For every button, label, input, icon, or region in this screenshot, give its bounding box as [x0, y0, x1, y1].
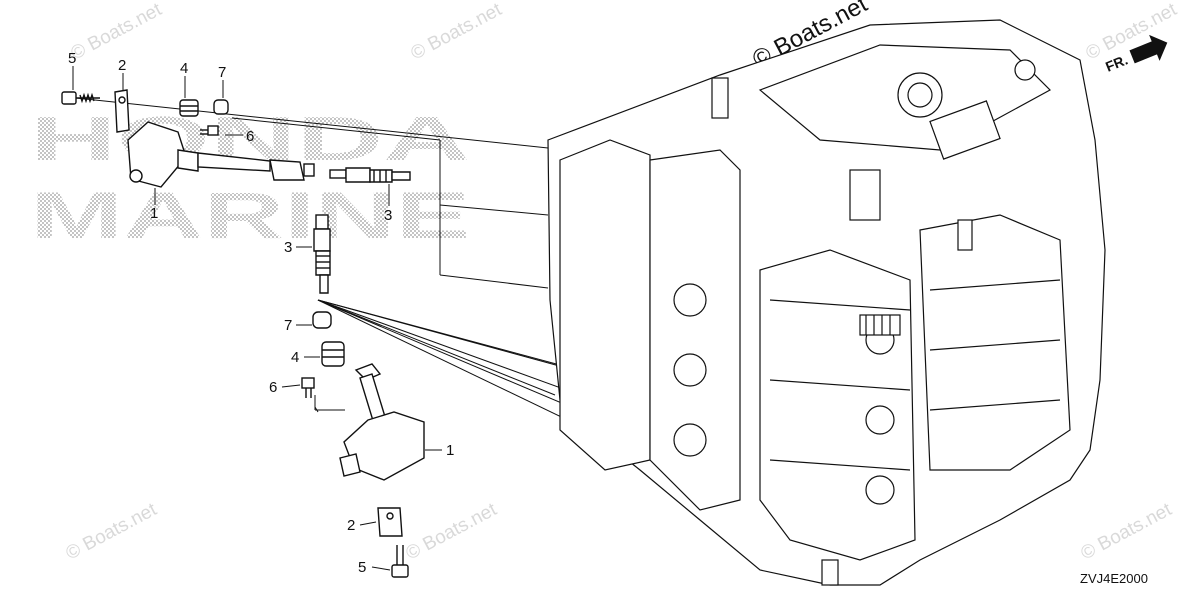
site-watermark: © Boats.net [67, 0, 165, 64]
callout-low-6: 6 [269, 379, 277, 396]
diagram-code: ZVJ4E2000 [1080, 571, 1148, 586]
bracket-part [114, 89, 130, 133]
front-direction-marker: FR. [1103, 34, 1168, 75]
lower-parts-group [301, 311, 425, 578]
brand-watermark-line2: MARINE [30, 178, 470, 252]
callout-top-3b: 3 [284, 239, 292, 256]
callout-top-6: 6 [246, 128, 254, 145]
callout-top-4: 4 [180, 60, 188, 77]
site-watermark: © Boats.net [402, 499, 500, 565]
site-watermark: © Boats.net [1077, 499, 1175, 565]
spark-plug-part [329, 167, 411, 183]
seal-part [213, 99, 229, 115]
bracket-part [377, 507, 403, 537]
bolt-part [61, 91, 100, 105]
callout-low-5: 5 [358, 559, 366, 576]
ignition-coil-part [127, 121, 315, 188]
site-watermark: © Boats.net [62, 499, 160, 565]
callout-ticks [72, 66, 442, 571]
callout-top-7: 7 [218, 64, 226, 81]
callout-top-1: 1 [150, 205, 158, 222]
callout-top-5: 5 [68, 50, 76, 67]
callout-low-1: 1 [446, 442, 454, 459]
callout-labels: 5 2 4 7 6 1 3 3 7 4 6 1 2 5 [68, 50, 454, 576]
site-watermark: © Boats.net [407, 0, 505, 64]
small-bolt-part [200, 125, 219, 136]
small-bolt-part [301, 377, 315, 398]
bolt-part [391, 545, 409, 578]
callout-low-4: 4 [291, 349, 299, 366]
callout-low-2: 2 [347, 517, 355, 534]
seal-part [312, 311, 332, 329]
callout-top-2: 2 [118, 57, 126, 74]
callout-top-3a: 3 [384, 207, 392, 224]
upper-parts-group [61, 89, 411, 294]
grommet-part [179, 99, 199, 117]
engine-block-illustration [547, 19, 1106, 586]
ignition-coil-part [339, 363, 425, 481]
grommet-part [321, 341, 345, 367]
arrow-right-icon [1129, 34, 1168, 64]
front-direction-label: FR. [1103, 51, 1130, 74]
spark-plug-part [313, 214, 331, 294]
callout-low-7: 7 [284, 317, 292, 334]
